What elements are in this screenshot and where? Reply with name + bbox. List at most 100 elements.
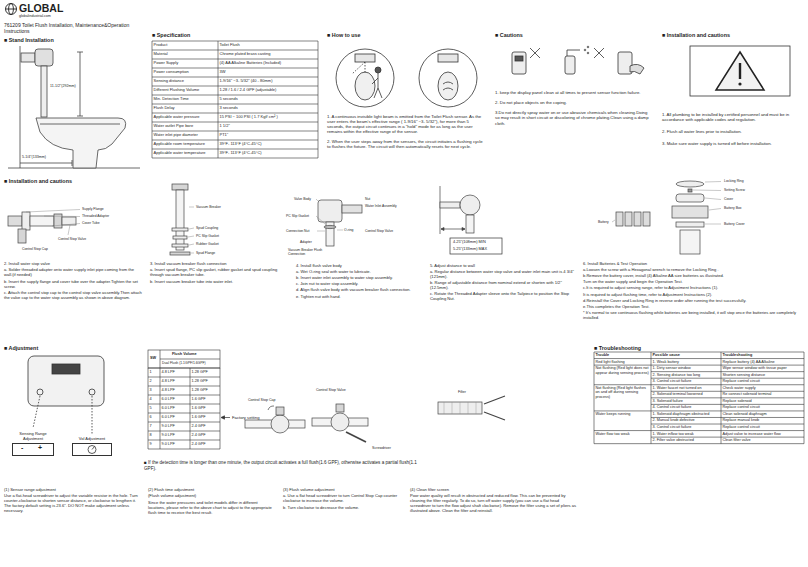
table-cell: 4.8 LPF (162, 388, 175, 393)
table-cell: Replace control circuit (723, 425, 803, 430)
drawing-part (440, 186, 441, 234)
drawing-part (688, 189, 692, 192)
instruction-text: 2. Do not place objects on the coping. (495, 100, 653, 105)
drawing-part (672, 206, 708, 218)
instruction-text: (4) Clean filter screen (410, 488, 580, 493)
factory-arrow (221, 416, 230, 419)
part-label: Supply Flange (82, 207, 104, 211)
table-rule (148, 368, 220, 369)
text-holder: It is required to adjust flushing time, … (583, 293, 805, 298)
drawing-part (188, 236, 194, 237)
text-holder: 3.Do not directly spray water on or use … (495, 110, 653, 125)
text-holder: 3. Control circuit failure (653, 425, 720, 430)
table-cell: Min. Detection Time (154, 97, 189, 102)
instruction-text: c. Attach the control stop cap to the co… (4, 291, 142, 301)
drawing-part (468, 402, 469, 414)
table-rule (651, 378, 804, 379)
text-holder: 1. Solenoid diaphragm obstructed (653, 412, 720, 417)
table-rule (152, 131, 318, 132)
box-heading: Sensing Range Adjustment (13, 432, 53, 442)
table-rule (594, 352, 804, 353)
text-holder: 5-1/4"(133mm) (22, 155, 46, 159)
step5-drawing (440, 186, 502, 254)
drawing-part (172, 244, 188, 247)
table-rule (190, 368, 191, 449)
drawing-part (616, 212, 623, 226)
table-rule (148, 404, 220, 405)
text-holder: 5.25"(133mm) MAX (453, 247, 487, 252)
text-holder: Replace control circuit (723, 379, 803, 384)
table-rule (152, 68, 318, 69)
table-cell: 2. Filter valve obstructed (653, 438, 720, 443)
table-cell: 15 PSI ~ 100 PSI ( 1.7 Kgf/ cm² ) (220, 115, 278, 120)
instruction-text: 3. Make sure water supply is turned off … (662, 141, 804, 146)
drawing-part (20, 46, 21, 168)
instruction-text: 3.Do not directly spray water on or use … (495, 110, 653, 125)
table-cell: 9 (150, 442, 152, 447)
drawing-part (450, 238, 502, 254)
text-holder: Valve Body (294, 197, 311, 201)
text-holder: 1 1/2" (220, 124, 230, 129)
drawing-part (444, 402, 445, 414)
text-holder: 1. Dirty sensor window (653, 366, 720, 371)
text-holder: 2.4 GPF (192, 424, 206, 429)
text-holder: 4.8 LPF (162, 379, 175, 384)
text-holder: 6.0 LPF (162, 415, 175, 420)
drawing-part (352, 62, 365, 74)
part-label: Cover Tube (82, 221, 100, 225)
table-cell: Sensing distance (154, 79, 184, 84)
table-rule (152, 113, 318, 114)
cautions-drawings (512, 46, 644, 74)
instruction-text: a. Regular distance between water stop v… (430, 270, 578, 280)
drawing-part (324, 225, 336, 228)
drawing-part (460, 195, 480, 215)
text-holder: 2. Install water stop valve (4, 262, 142, 267)
section-heading: ■ Specification (152, 32, 190, 38)
text-holder: Water flow too weak (596, 432, 650, 437)
text-holder: b.Remove the battery cover, install (4) … (583, 274, 805, 279)
text-holder: b. Turn clockwise to decrease the volume… (283, 506, 403, 511)
table-rule (160, 368, 161, 449)
table-rule (804, 352, 805, 444)
table-rule (651, 371, 804, 372)
drawing-part (172, 184, 188, 190)
drawing-part (20, 163, 72, 164)
table-rule (218, 41, 219, 158)
text-holder: Spud Coupling (196, 226, 218, 230)
drawing-part (268, 406, 274, 410)
table-cell: 3. Solenoid failure (653, 399, 720, 404)
table-rule (651, 424, 804, 425)
part-label: Battery (598, 220, 609, 224)
text-holder: Product (154, 43, 168, 48)
drawing-part (6, 4, 17, 15)
drawing-part (438, 402, 482, 414)
drawing-part (584, 49, 586, 51)
part-label: Locking Ring (724, 179, 744, 183)
instruction-text: a. Wet O-ring seal with water to lubrica… (296, 270, 426, 275)
table-cell: Replace manual knob (723, 418, 803, 423)
drawing-part (176, 190, 184, 250)
table-cell: 6.0 LPF (162, 397, 175, 402)
text-holder: GLOBAL (19, 2, 63, 15)
table-rule (148, 395, 220, 396)
table-cell: Power Supply (154, 61, 179, 66)
drawing-part (52, 224, 80, 227)
text-holder: ■ Adjustment (4, 345, 38, 351)
table-cell: Check water supply (723, 386, 803, 391)
text-holder: 3 seconds (220, 106, 238, 111)
drawing-part (346, 432, 366, 442)
text-holder: 5. Adjust distance to wall (430, 264, 578, 269)
table-rule (651, 404, 804, 405)
text-holder: SW (150, 356, 156, 361)
instruction-text: d. Align flush valve body with vacuum br… (296, 288, 426, 293)
drawing-part (36, 118, 126, 168)
table-rule (152, 59, 318, 60)
table-rule (152, 41, 153, 158)
table-header: Trouble (596, 353, 650, 358)
part-label: Valve Body (294, 197, 311, 201)
part-label: Battery Box (724, 206, 742, 210)
part-label: Control Stop Valve (58, 237, 86, 241)
text-holder: 5 (150, 406, 152, 411)
text-holder: 1.28 / 1.6 / 2.4 GPF (adjustable) (220, 88, 277, 93)
text-holder: Trouble (596, 353, 650, 358)
